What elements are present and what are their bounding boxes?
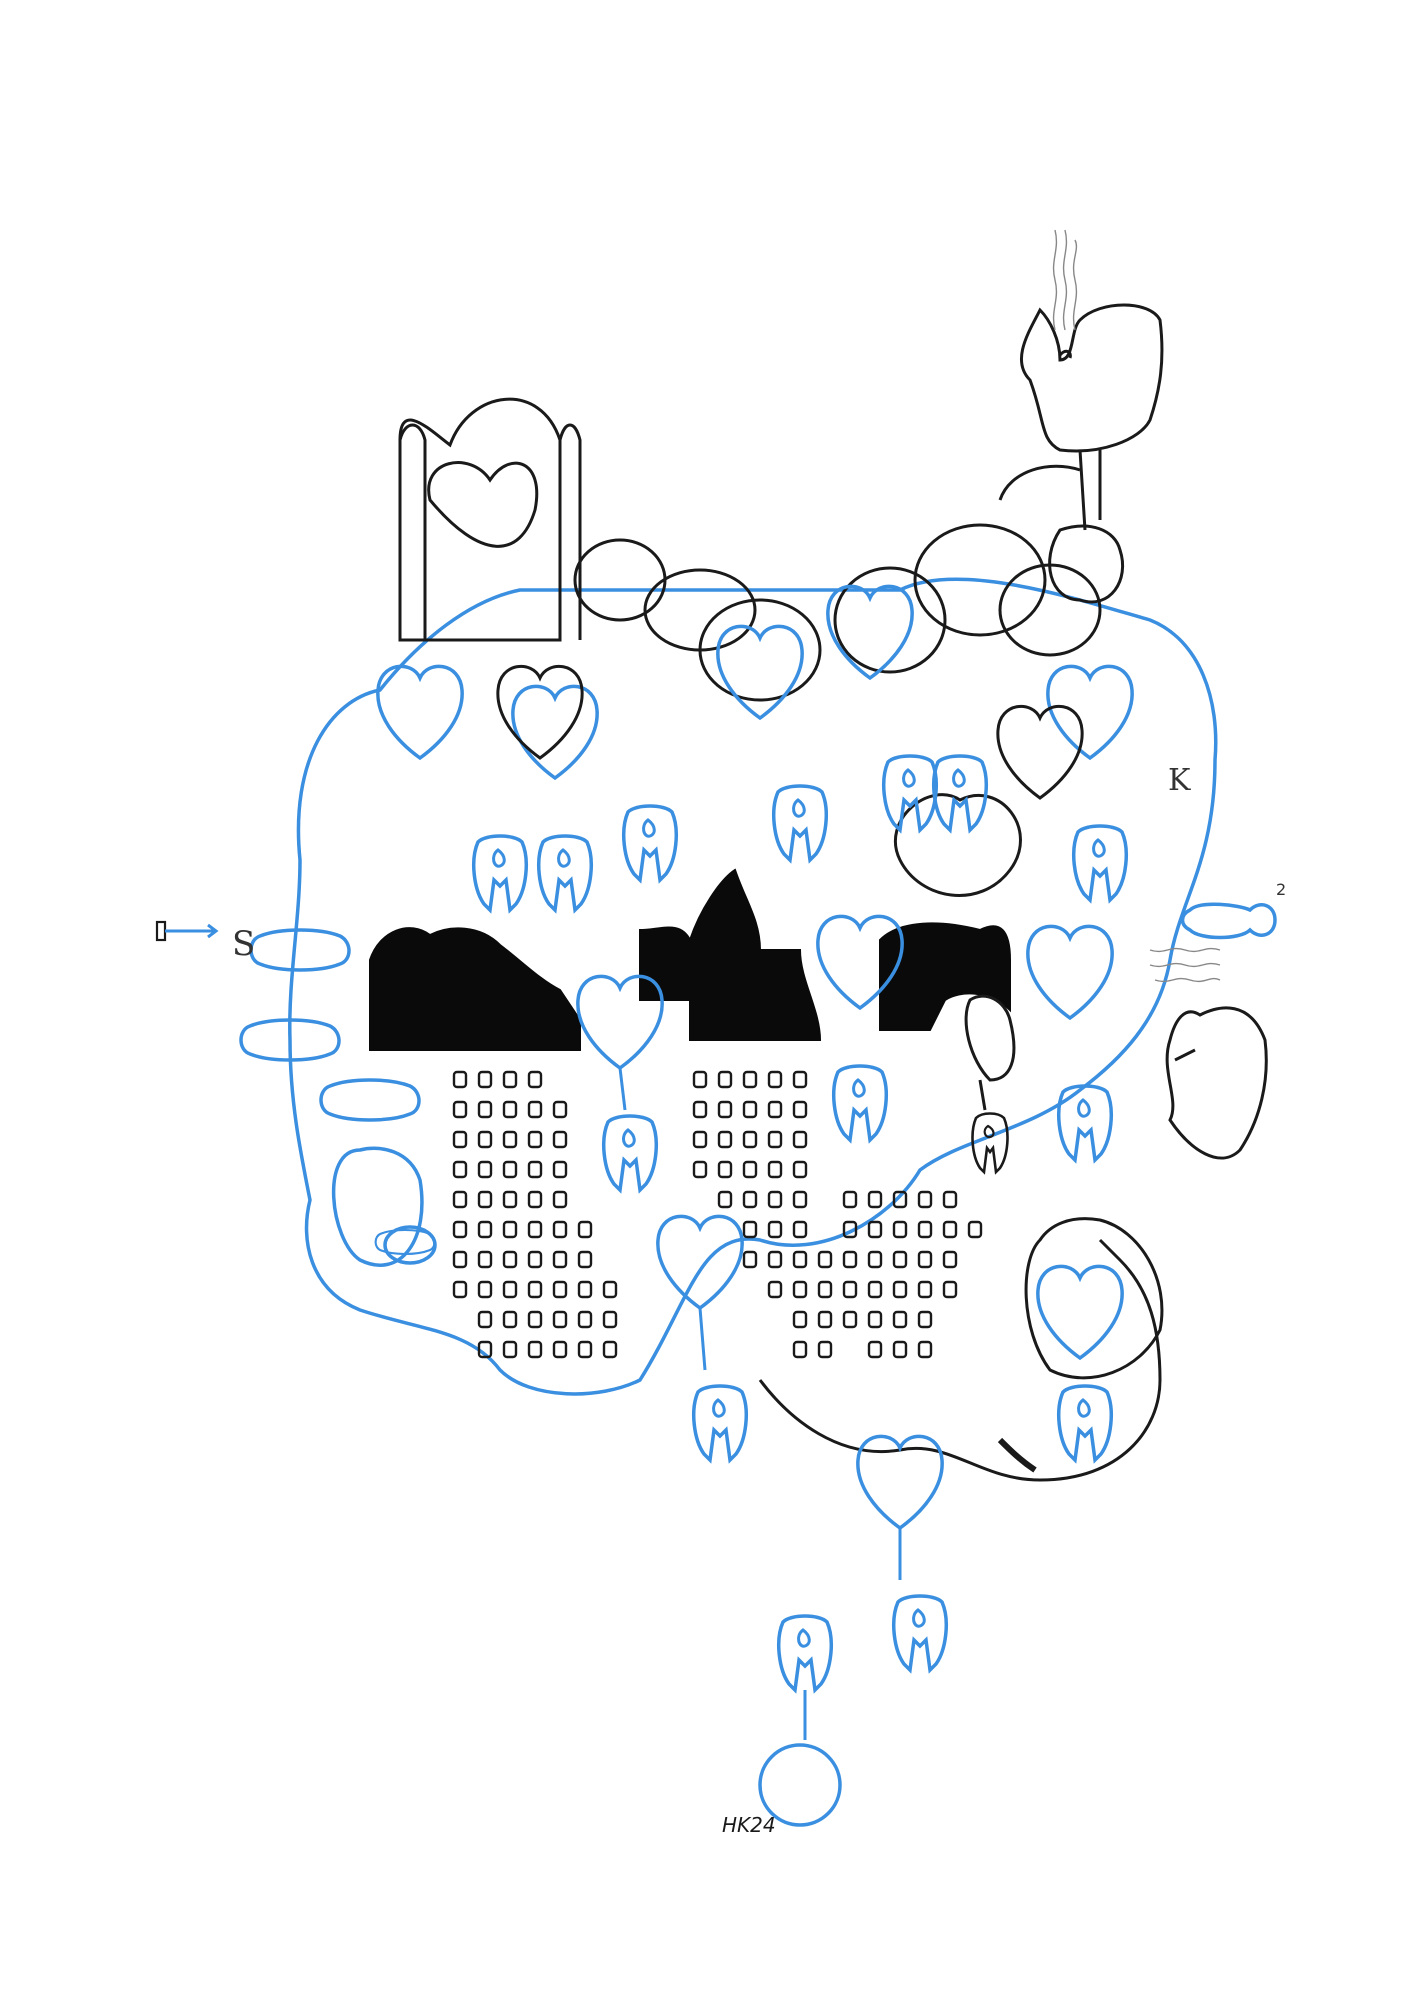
right-head-squiggles (1149, 947, 1221, 983)
right-head-figure (1165, 1006, 1268, 1160)
top-head-figure (1019, 303, 1164, 604)
black-lower-notch (997, 1437, 1037, 1473)
antenna-squiggles (1052, 229, 1078, 331)
blue-link-right (1180, 902, 1277, 940)
top-black-loop-chain (398, 397, 1102, 897)
black-small-pendants (496, 664, 1164, 1380)
blue-pendant-chain-bottom (758, 1614, 842, 1827)
blue-pendant-chain-left (376, 664, 749, 1462)
two-label: 2 (1276, 880, 1286, 899)
black-fill-masses (369, 868, 1011, 1051)
k-label: K (1168, 763, 1191, 798)
signature: HK24 (722, 1813, 776, 1837)
s-arrow-marker (155, 920, 219, 942)
blue-body-outline (288, 577, 1218, 1396)
s-label: S (232, 924, 255, 964)
blue-links-left (239, 928, 437, 1267)
blue-pendant-chain-center (716, 624, 949, 1672)
blue-pendant-chain-right (826, 584, 1134, 1462)
black-lower-outline (758, 1238, 1162, 1482)
cell-grid-left (452, 1070, 618, 1359)
